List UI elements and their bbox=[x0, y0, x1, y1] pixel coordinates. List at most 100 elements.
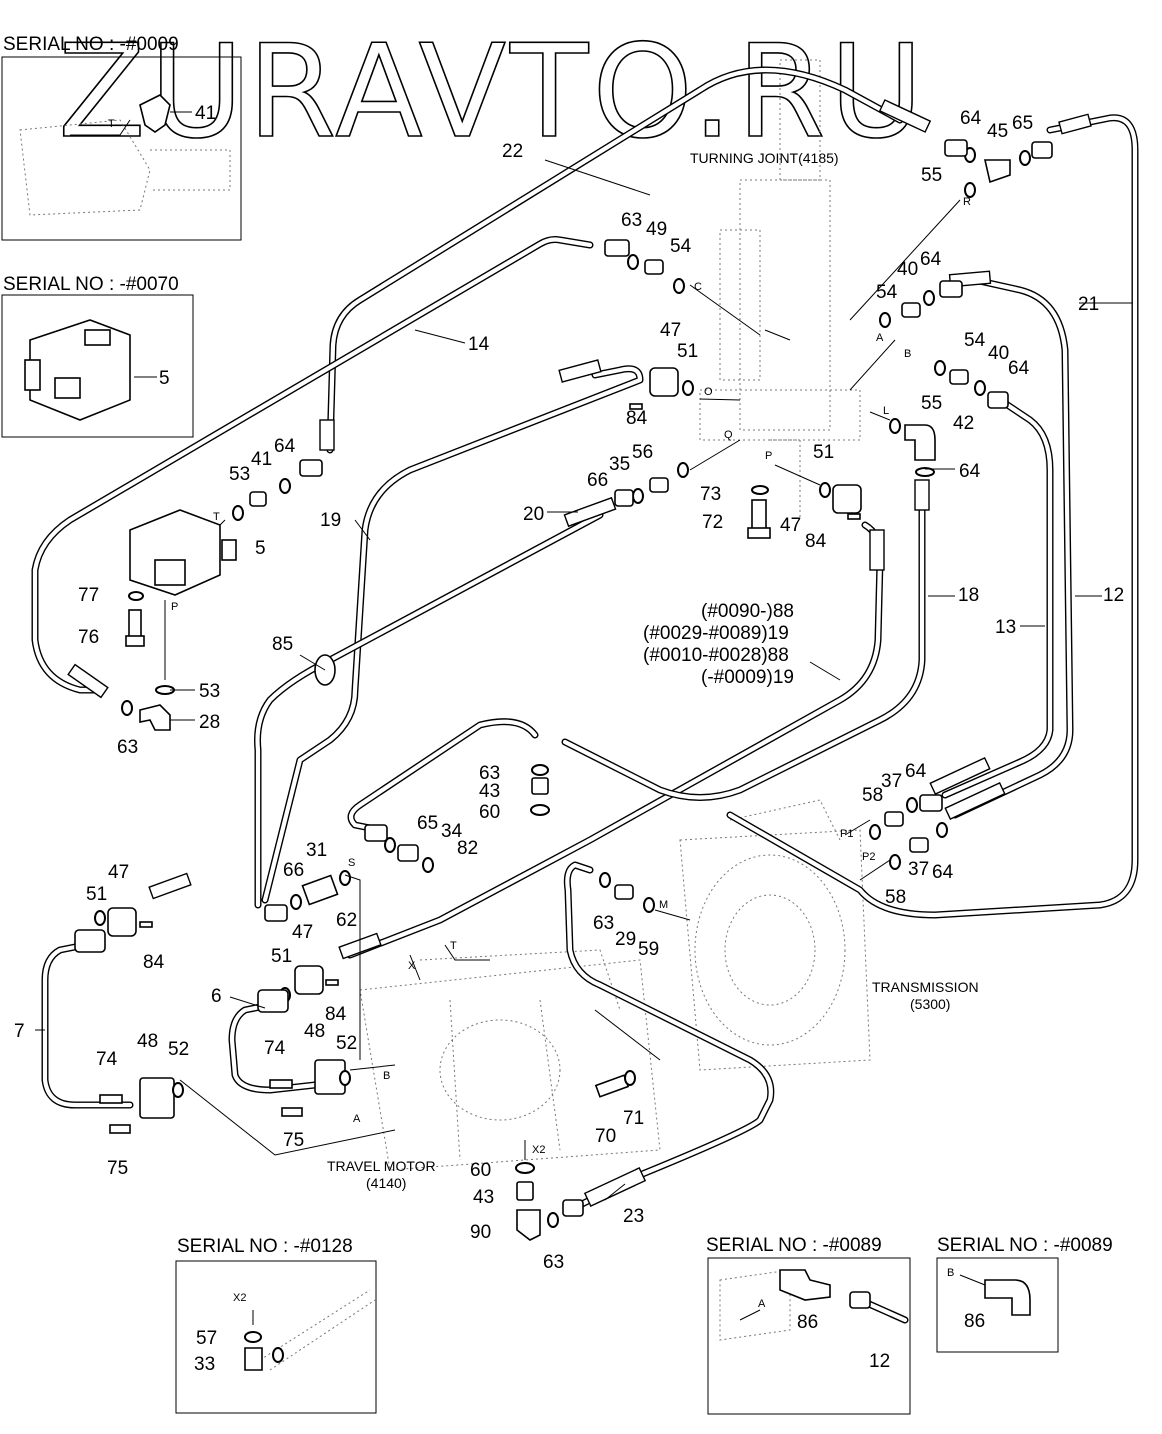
callout: 86 bbox=[797, 1312, 818, 1333]
callout: 71 bbox=[623, 1108, 644, 1129]
svg-text:A: A bbox=[353, 1113, 361, 1125]
callout: 47 bbox=[780, 515, 801, 536]
callout: 64 bbox=[960, 108, 982, 129]
callout: 64 bbox=[905, 761, 927, 782]
callout: 52 bbox=[336, 1033, 357, 1054]
svg-text:A: A bbox=[758, 1298, 766, 1310]
callout: 60 bbox=[479, 802, 500, 823]
callout: 41 bbox=[251, 449, 272, 470]
svg-text:X2: X2 bbox=[233, 1292, 246, 1304]
callout: 66 bbox=[587, 470, 608, 491]
callout: 55 bbox=[921, 165, 942, 186]
pipe-23 bbox=[563, 861, 775, 1209]
callout: 70 bbox=[595, 1126, 616, 1147]
svg-text:(#0029-#0089)19: (#0029-#0089)19 bbox=[643, 623, 789, 644]
callout: 12 bbox=[1103, 585, 1124, 606]
transmission-label: TRANSMISSION bbox=[872, 979, 979, 995]
callout: 5 bbox=[159, 368, 170, 389]
pipe-7 bbox=[41, 941, 134, 1109]
callout: 52 bbox=[168, 1039, 189, 1060]
callout: 63 bbox=[593, 913, 614, 934]
callout: 76 bbox=[78, 627, 99, 648]
callout: 47 bbox=[660, 320, 681, 341]
inset-serial-0089-a: SERIAL NO : -#0089 bbox=[706, 1235, 911, 1415]
pipe-19 bbox=[261, 365, 644, 904]
callout: 48 bbox=[137, 1031, 158, 1052]
travel-motor-code: (4140) bbox=[366, 1175, 406, 1191]
callout: 74 bbox=[96, 1049, 118, 1070]
inset-serial-0089-b: SERIAL NO : -#0089 bbox=[936, 1235, 1113, 1353]
callout: 53 bbox=[199, 681, 220, 702]
port-labels: R C A B O Q L P T P S X T P1 P2 M B A X2… bbox=[171, 196, 971, 1310]
callout: 53 bbox=[229, 464, 250, 485]
callout: 73 bbox=[700, 484, 721, 505]
callout: 56 bbox=[632, 442, 653, 463]
svg-text:P2: P2 bbox=[862, 851, 875, 863]
callout: 51 bbox=[86, 884, 107, 905]
callout: 14 bbox=[468, 334, 490, 355]
svg-text:(-#0009)19: (-#0009)19 bbox=[701, 667, 794, 688]
transmission-ghost bbox=[679, 799, 871, 1071]
callout: 75 bbox=[283, 1130, 304, 1151]
callout: 54 bbox=[964, 330, 986, 351]
svg-text:P: P bbox=[171, 601, 178, 613]
callout: 85 bbox=[272, 634, 293, 655]
inset-title: SERIAL NO : -#0009 bbox=[3, 34, 179, 55]
callout: 6 bbox=[211, 986, 222, 1007]
pipe-13 bbox=[941, 396, 1054, 799]
svg-text:B: B bbox=[904, 348, 911, 360]
callout: 5 bbox=[255, 538, 266, 559]
svg-text:Q: Q bbox=[724, 429, 733, 441]
callout: 33 bbox=[194, 1354, 215, 1375]
callout: 20 bbox=[523, 504, 544, 525]
watermark: ZURAVTO.RU bbox=[58, 18, 927, 167]
callout: 13 bbox=[995, 617, 1016, 638]
callout: 21 bbox=[1078, 294, 1099, 315]
svg-text:P: P bbox=[765, 450, 772, 462]
callout: 64 bbox=[959, 461, 981, 482]
callout: 63 bbox=[621, 210, 642, 231]
callout: 40 bbox=[897, 259, 918, 280]
callout: 48 bbox=[304, 1021, 325, 1042]
callout: 28 bbox=[199, 712, 220, 733]
svg-text:T: T bbox=[108, 118, 115, 130]
turning-joint-label: TURNING JOINT(4185) bbox=[690, 150, 839, 166]
travel-motor-label: TRAVEL MOTOR bbox=[327, 1158, 436, 1174]
callout: 43 bbox=[479, 781, 500, 802]
fittings bbox=[74, 139, 1053, 1241]
pipe-6 bbox=[228, 1001, 319, 1094]
svg-text:X2: X2 bbox=[532, 1144, 545, 1156]
callout: 49 bbox=[646, 219, 667, 240]
callout: 62 bbox=[336, 910, 357, 931]
callout: 82 bbox=[457, 838, 478, 859]
callout: 47 bbox=[108, 862, 129, 883]
callout: 40 bbox=[988, 343, 1009, 364]
callout: 64 bbox=[920, 249, 942, 270]
callout: 59 bbox=[638, 939, 659, 960]
inset-title: SERIAL NO : -#0089 bbox=[706, 1235, 882, 1256]
callout: 64 bbox=[274, 436, 296, 457]
callout: 54 bbox=[670, 236, 692, 257]
callout: 51 bbox=[677, 341, 698, 362]
callout: 63 bbox=[543, 1252, 564, 1273]
callout: 58 bbox=[862, 785, 883, 806]
svg-text:(#0010-#0028)88: (#0010-#0028)88 bbox=[643, 645, 789, 666]
pipe-18 bbox=[561, 486, 926, 801]
callout: 29 bbox=[615, 929, 636, 950]
pipe-ring bbox=[347, 718, 539, 834]
callout: 74 bbox=[264, 1038, 286, 1059]
svg-text:C: C bbox=[694, 281, 702, 293]
svg-text:S: S bbox=[348, 857, 355, 869]
inset-title: SERIAL NO : -#0089 bbox=[937, 1235, 1113, 1256]
inset-serial-0009: SERIAL NO : -#0009 T bbox=[1, 34, 242, 241]
inset-serial-0070: SERIAL NO : -#0070 bbox=[1, 274, 194, 438]
callout: 66 bbox=[283, 860, 304, 881]
svg-text:R: R bbox=[963, 196, 971, 208]
serial-notes: (#0090-)88 (#0029-#0089)19 (#0010-#0028)… bbox=[643, 601, 794, 688]
svg-text:T: T bbox=[213, 511, 220, 523]
callout: 37 bbox=[908, 859, 929, 880]
callout: 19 bbox=[320, 510, 341, 531]
callout: 77 bbox=[78, 585, 99, 606]
pipe-21 bbox=[726, 114, 1139, 919]
